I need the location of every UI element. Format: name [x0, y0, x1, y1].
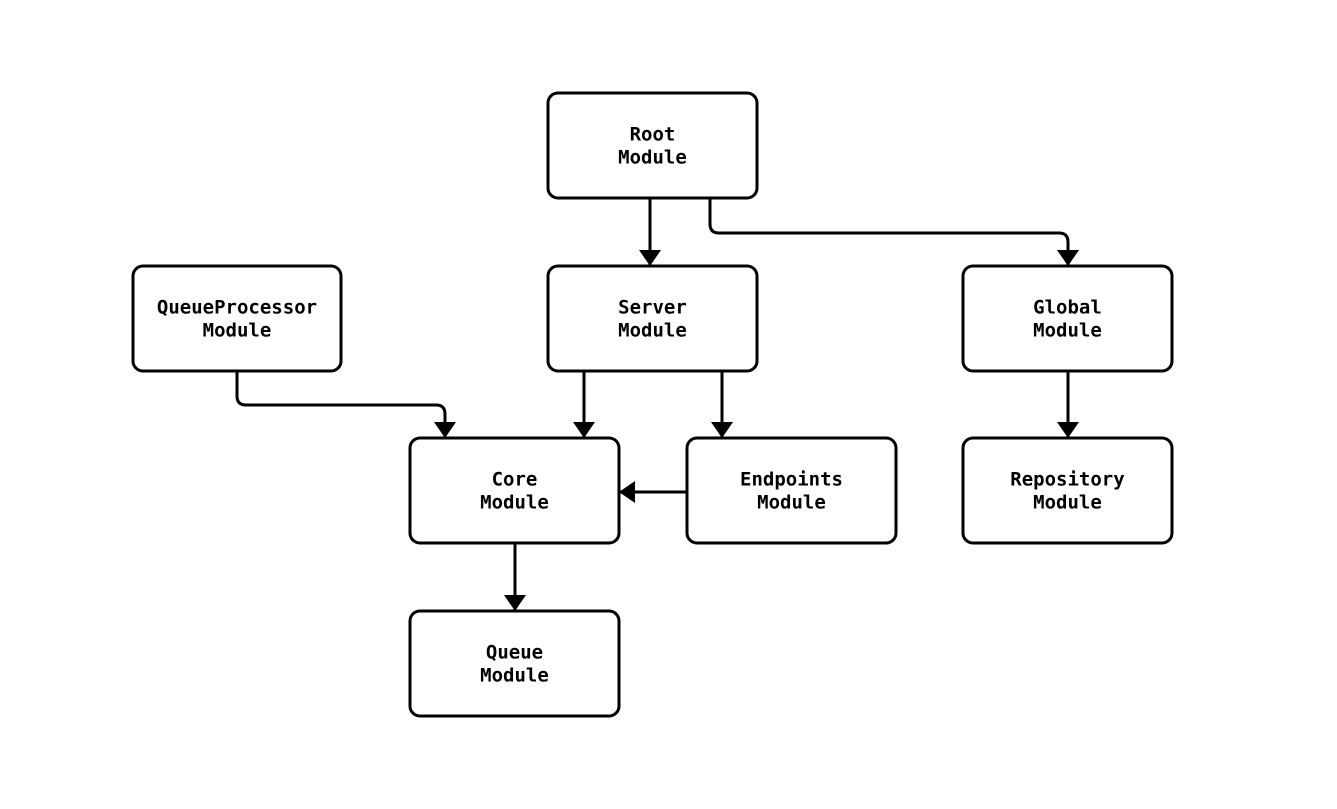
edge-root-module-to-global-module: [708, 198, 1079, 266]
node-box: [961, 264, 1174, 373]
edge-line: [235, 371, 447, 438]
node-box: [961, 436, 1174, 545]
edge-root-module-to-server-module: [639, 198, 661, 266]
node-box: [685, 436, 898, 545]
edge-global-module-to-repository-module: [1057, 371, 1079, 438]
node-box: [131, 264, 343, 373]
node-box: [546, 264, 759, 373]
edge-server-module-to-core-module: [573, 371, 595, 438]
edge-core-module-to-queue-module: [504, 543, 526, 611]
node-box: [408, 609, 621, 718]
edge-server-module-to-endpoints-module: [711, 371, 733, 438]
arrowhead-icon: [573, 422, 595, 438]
arrowhead-icon: [1057, 250, 1079, 266]
arrowhead-icon: [639, 250, 661, 266]
edge-line: [708, 198, 1070, 266]
arrowhead-icon: [434, 422, 456, 438]
arrowhead-icon: [504, 595, 526, 611]
edge-queueprocessor-module-to-core-module: [235, 371, 456, 438]
node-box: [408, 436, 621, 545]
edge-endpoints-module-to-core-module: [619, 481, 687, 503]
arrowhead-icon: [711, 422, 733, 438]
arrowhead-icon: [1057, 422, 1079, 438]
arrowhead-icon: [619, 481, 635, 503]
node-box: [546, 91, 759, 200]
